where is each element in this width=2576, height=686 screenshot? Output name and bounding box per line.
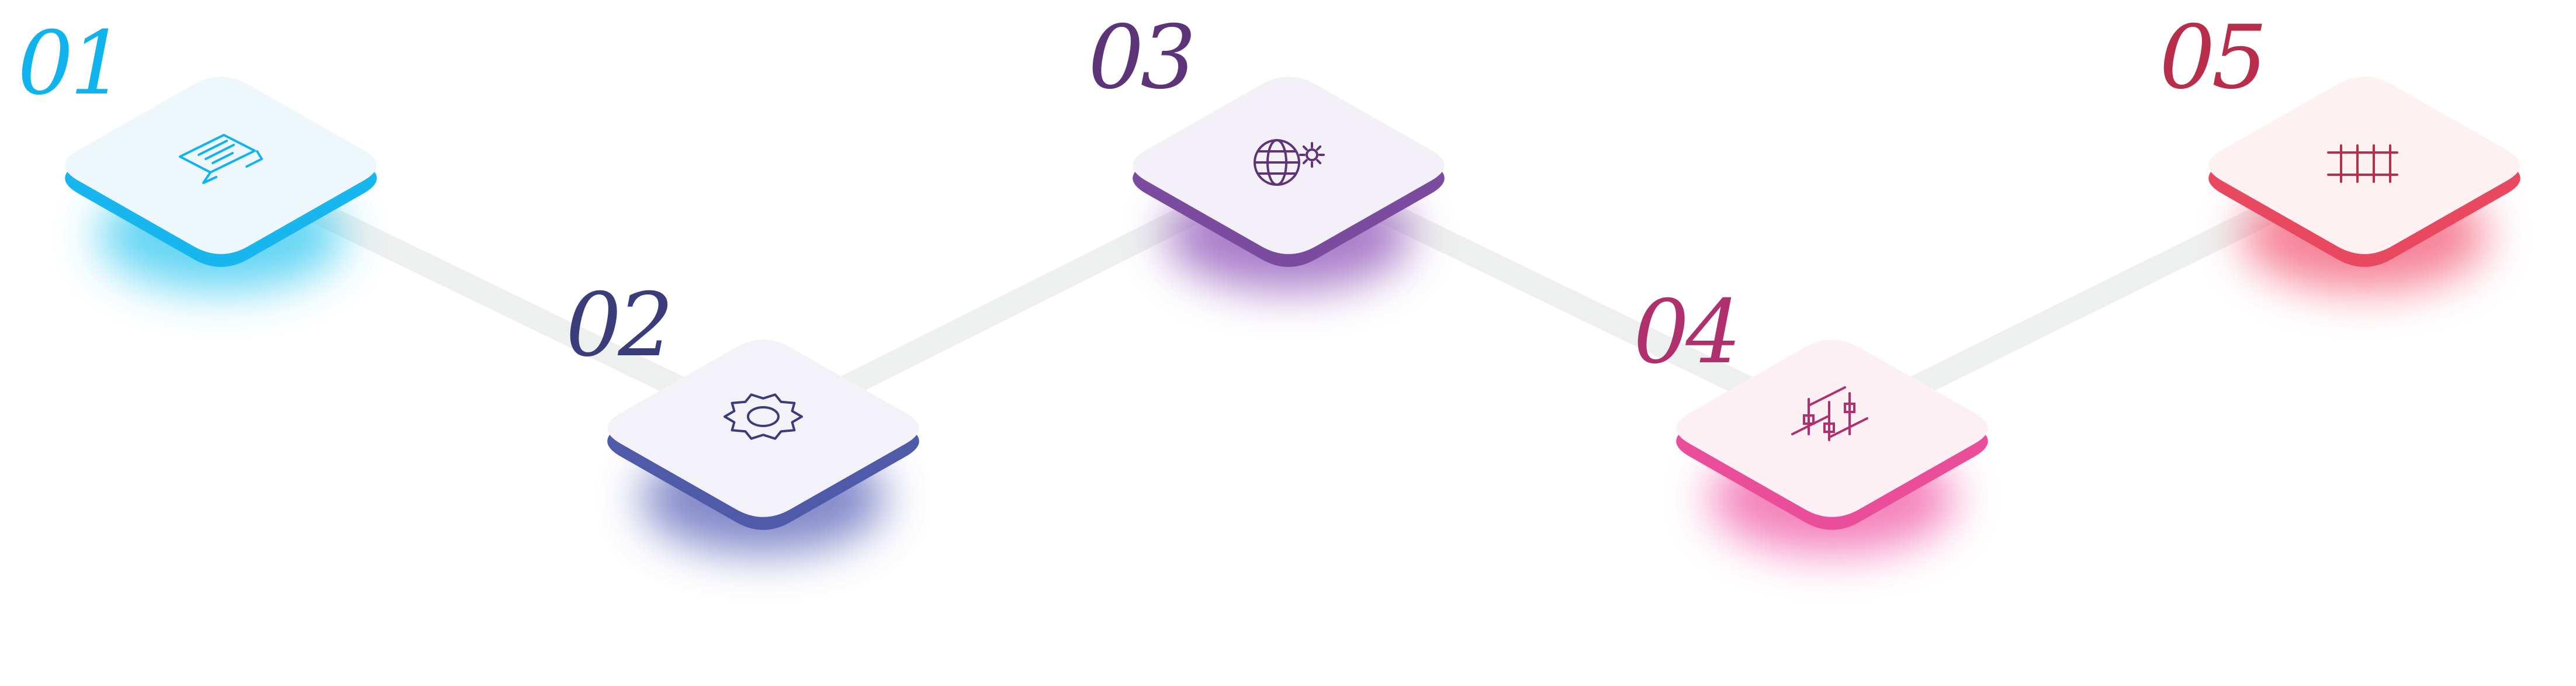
step-tile xyxy=(1676,339,1988,530)
tile-face xyxy=(1676,339,1988,517)
ladder-icon xyxy=(2327,144,2398,183)
step-tile xyxy=(607,339,919,530)
step-tile xyxy=(65,77,377,267)
chat-bubble-icon xyxy=(179,134,263,184)
tile-face xyxy=(607,339,919,517)
tile-face xyxy=(65,77,377,254)
step-number: 05 xyxy=(2159,7,2264,109)
gear-icon xyxy=(723,393,803,440)
step-number: 02 xyxy=(566,275,670,376)
step-number: 01 xyxy=(18,13,122,115)
sliders-icon xyxy=(1791,386,1868,441)
step-tile xyxy=(2208,77,2520,267)
tile-face xyxy=(1133,77,1445,254)
step-tile xyxy=(1133,77,1445,267)
step-number: 04 xyxy=(1633,282,1738,383)
step-numbers: 01 02 03 04 05 xyxy=(18,7,2267,383)
tile-face xyxy=(2208,77,2520,254)
globe-sun-icon xyxy=(1254,139,1325,186)
step-number: 03 xyxy=(1088,7,1193,109)
step-tiles xyxy=(65,77,2520,530)
